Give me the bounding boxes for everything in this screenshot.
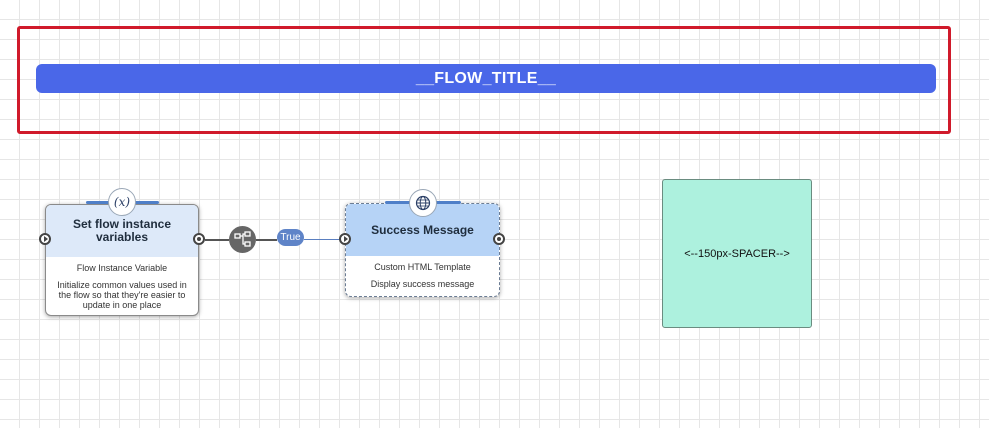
condition-true-label[interactable]: True [277, 229, 304, 246]
node-set-flow-instance-variables[interactable]: Set flow instance variables Flow Instanc… [45, 204, 199, 316]
node-title: Set flow instance variables [72, 217, 172, 244]
branch-icon [234, 231, 251, 247]
flow-title-banner[interactable]: __FLOW_TITLE__ [36, 64, 936, 93]
globe-badge [409, 189, 437, 217]
variable-x-icon: (x) [113, 195, 131, 209]
spacer-label: <--150px-SPACER--> [684, 247, 790, 260]
branch-gate[interactable] [229, 226, 256, 253]
node-success-message[interactable]: Success Message Custom HTML Template Dis… [345, 203, 500, 297]
globe-icon [415, 195, 431, 211]
input-port[interactable] [339, 233, 351, 245]
node-description: Initialize common values used in the flo… [57, 280, 187, 310]
output-port[interactable] [493, 233, 505, 245]
spacer-block[interactable]: <--150px-SPACER--> [662, 179, 812, 328]
node-type-label: Flow Instance Variable [76, 263, 168, 273]
connector-line-mid [256, 239, 277, 241]
condition-label-text: True [280, 232, 301, 243]
connector-line-left [205, 239, 229, 241]
node-type-label: Custom HTML Template [374, 262, 471, 272]
output-port[interactable] [193, 233, 205, 245]
node-description: Display success message [370, 279, 475, 289]
node-title: Success Message [371, 222, 474, 237]
flow-title-text: __FLOW_TITLE__ [415, 69, 557, 87]
connector-line-right [304, 238, 340, 240]
input-port[interactable] [39, 233, 51, 245]
variable-badge: (x) [108, 188, 136, 216]
title-selection-frame[interactable] [17, 26, 951, 134]
